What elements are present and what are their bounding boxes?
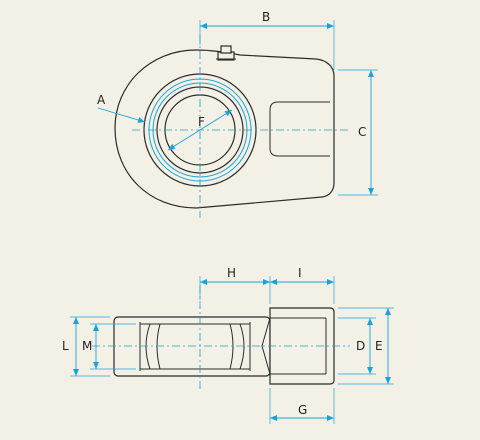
label-B: B [262, 10, 270, 24]
label-C: C [358, 125, 366, 139]
label-L: L [62, 339, 69, 353]
label-F: F [198, 115, 205, 129]
label-D: D [356, 339, 365, 353]
top-view: B C A F [97, 10, 378, 218]
label-A: A [97, 93, 106, 107]
label-I: I [298, 266, 302, 280]
section-body-left [113, 316, 271, 377]
label-H: H [227, 266, 236, 280]
label-G: G [298, 403, 307, 417]
label-M: M [82, 339, 92, 353]
section-view: H I G D E L M [62, 266, 394, 424]
grease-nipple [216, 45, 236, 61]
slot-recess [269, 101, 330, 157]
label-E: E [375, 339, 383, 353]
